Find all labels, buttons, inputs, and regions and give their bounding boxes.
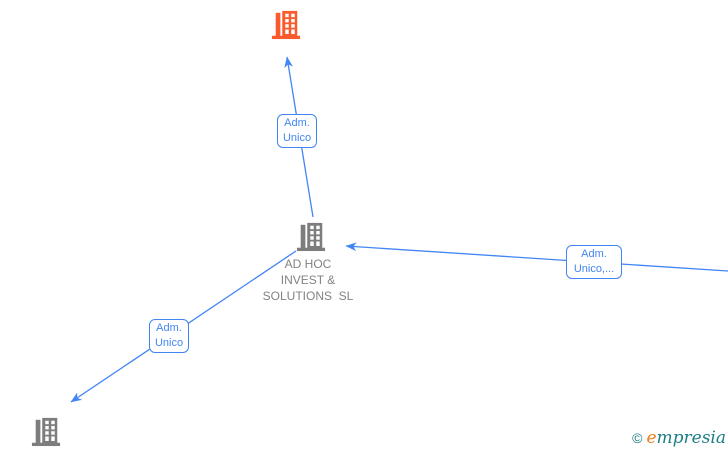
edge-label-line: Adm. — [581, 248, 607, 260]
company-name-line: INVEST & — [280, 273, 336, 287]
copyright-icon: © — [632, 430, 643, 446]
node-company-top[interactable] — [271, 8, 301, 41]
edge-label-line: Adm. — [284, 117, 310, 129]
edge-label-right-to-center[interactable]: Adm. Unico,... — [566, 245, 622, 279]
edge-label-line: Adm. — [156, 322, 182, 334]
empresia-logo-text: mpresia — [656, 428, 727, 448]
edge-label-center-to-top[interactable]: Adm. Unico — [277, 114, 317, 148]
node-company-bottom-left[interactable] — [31, 415, 61, 448]
node-company-center[interactable] — [296, 220, 326, 253]
edge-line-right-to-center — [345, 242, 728, 272]
edge-label-line: Unico,... — [573, 263, 615, 275]
empresia-logo-initial: e — [646, 428, 657, 448]
company-name-line: SOLUTIONS SL — [262, 289, 354, 303]
building-icon — [296, 220, 326, 253]
edge-label-center-to-bottom-left[interactable]: Adm. Unico — [149, 319, 189, 353]
building-icon — [31, 415, 61, 448]
node-company-center-label[interactable]: AD HOC INVEST & SOLUTIONS SL — [238, 256, 378, 304]
edge-label-line: Unico — [282, 132, 312, 144]
edge-label-line: Unico — [154, 337, 184, 349]
building-icon — [271, 8, 301, 41]
company-name-line: AD HOC — [284, 257, 332, 271]
empresia-watermark[interactable]: © e mpresia — [632, 428, 726, 448]
